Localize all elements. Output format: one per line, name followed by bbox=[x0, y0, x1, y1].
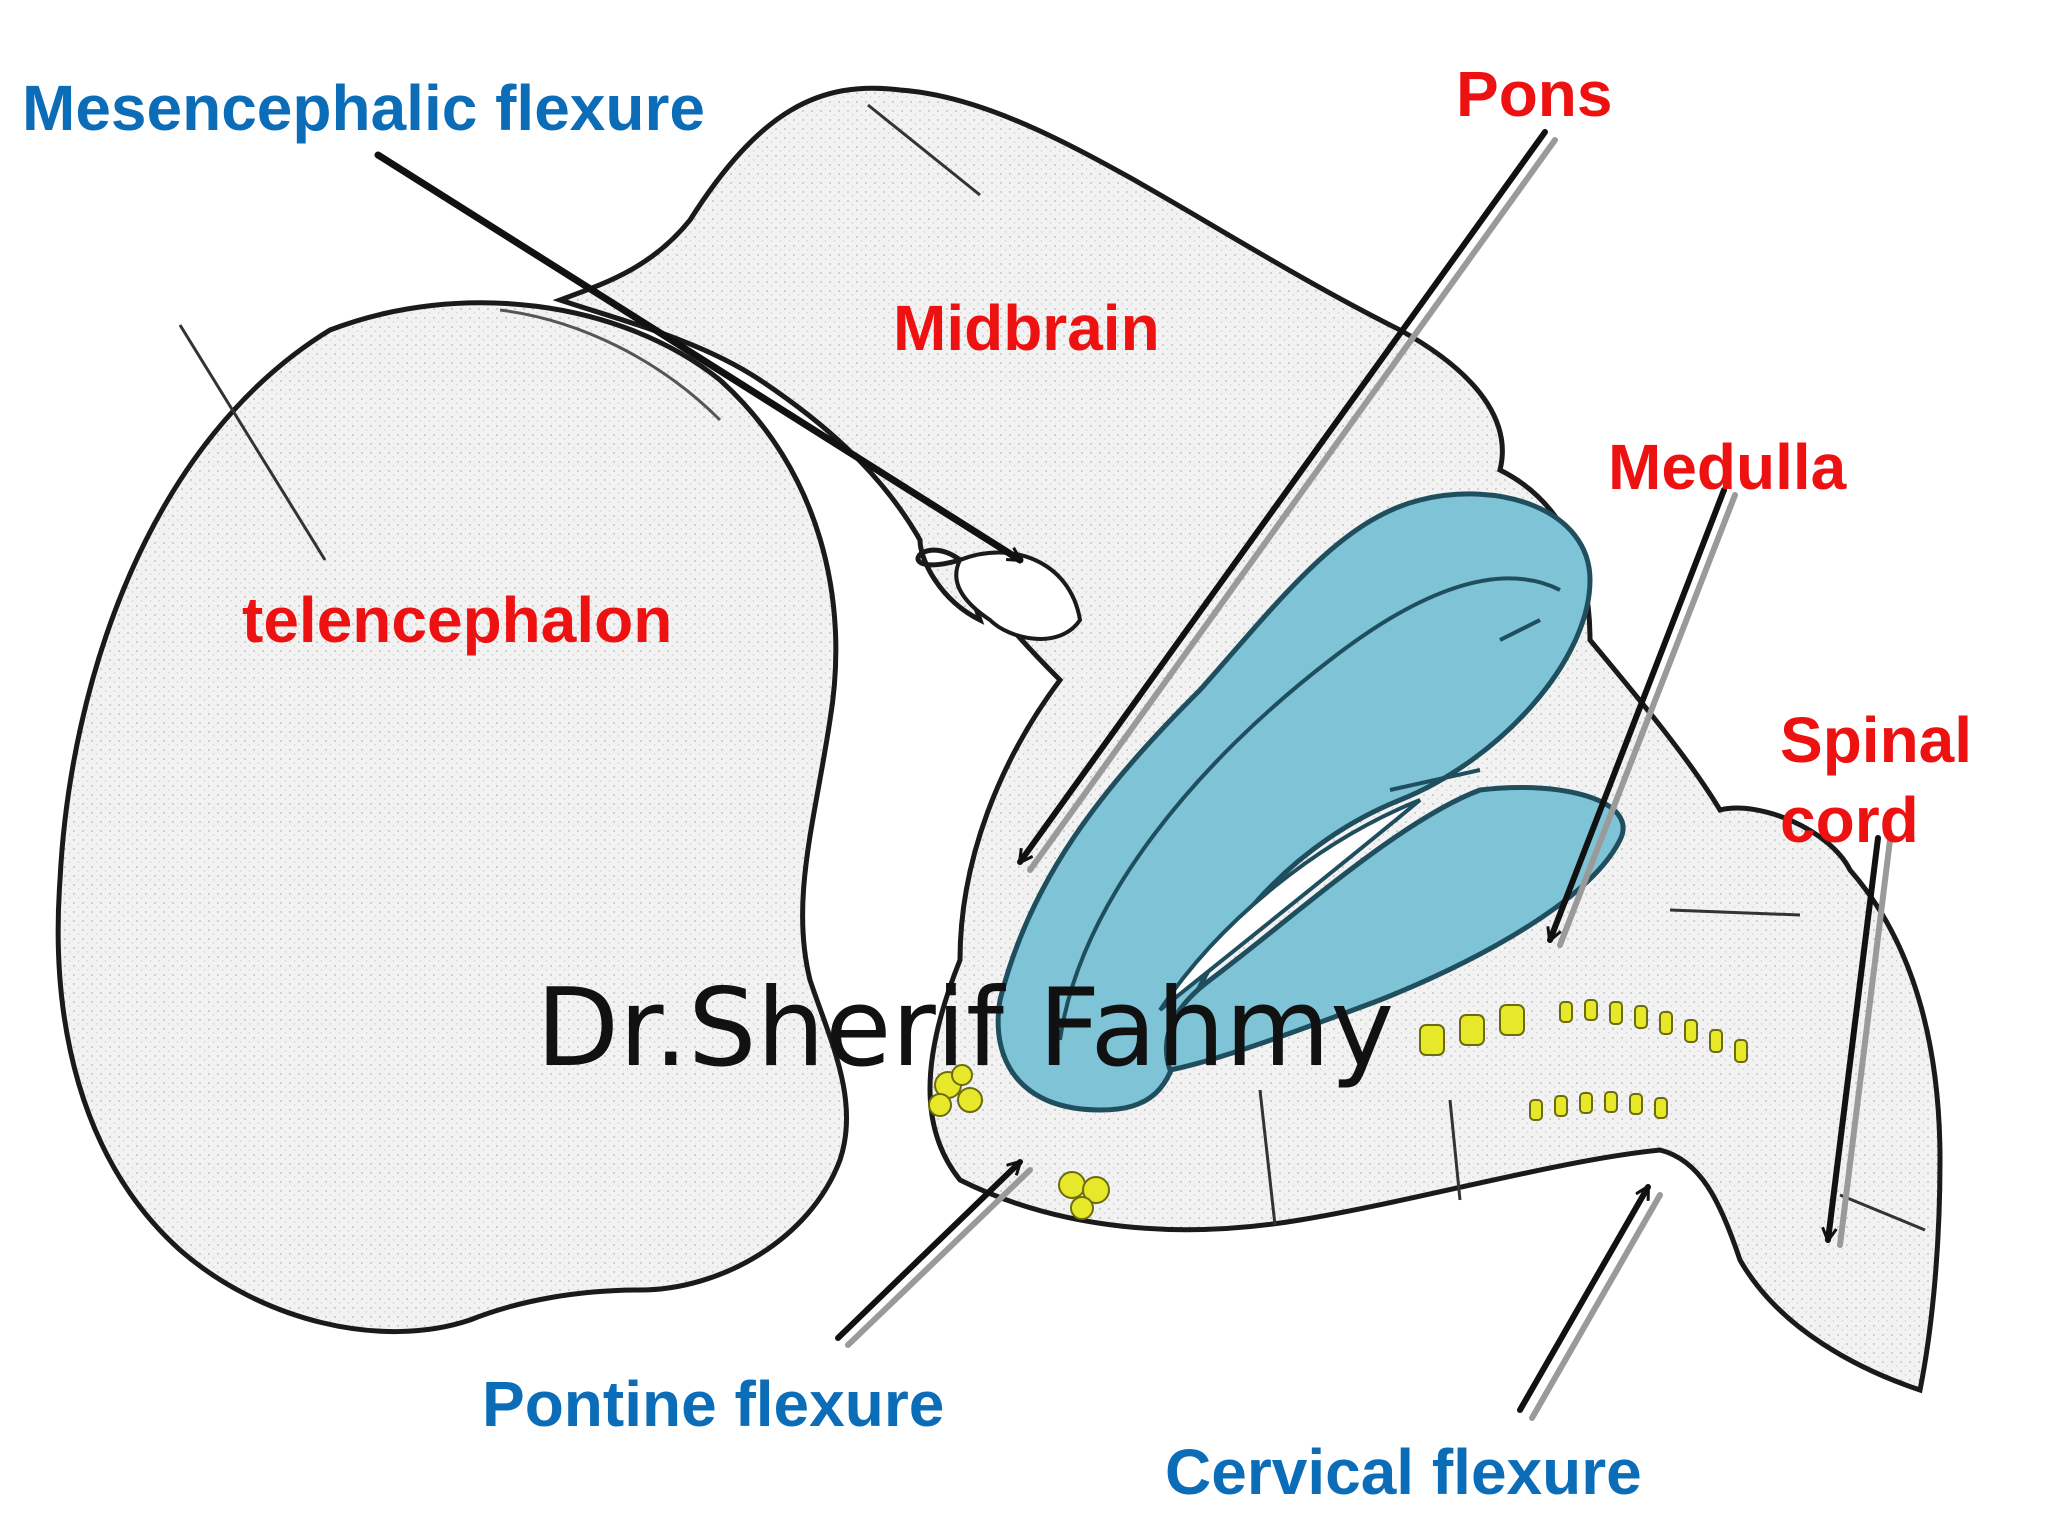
ganglia-cluster bbox=[928, 999, 1748, 1220]
telencephalon-label: telencephalon bbox=[242, 584, 673, 656]
pontine-flexure-arrow bbox=[835, 1159, 1023, 1341]
ventricle-lower bbox=[1163, 785, 1626, 1073]
mesencephalic-flexure-label: Mesencephalic flexure bbox=[22, 72, 705, 144]
spinal-cord-arrow bbox=[1828, 835, 1881, 1240]
boundary-tick bbox=[1258, 1089, 1277, 1226]
ventricle-outer bbox=[995, 491, 1593, 1113]
midbrain-label: Midbrain bbox=[893, 292, 1160, 364]
medulla-label: Medulla bbox=[1608, 431, 1847, 503]
spinal-cord-label-line1: Spinal bbox=[1780, 704, 1973, 776]
author-watermark: Dr.Sherif Fahmy bbox=[536, 966, 1395, 1091]
cervical-flexure-arrow bbox=[1517, 1187, 1651, 1413]
boundary-tick bbox=[867, 103, 981, 197]
pontine-flexure-label: Pontine flexure bbox=[482, 1368, 945, 1440]
boundary-tick bbox=[1669, 908, 1801, 917]
boundary-tick bbox=[178, 324, 327, 561]
boundary-tick bbox=[1448, 1099, 1462, 1201]
spinal-cord-label-line2: cord bbox=[1780, 784, 1919, 856]
mesencephalic-flexure-arrow bbox=[374, 151, 1020, 564]
pointer-arrows bbox=[374, 129, 1893, 1421]
medulla-arrow bbox=[1550, 487, 1727, 940]
pons-label: Pons bbox=[1456, 58, 1613, 130]
cervical-flexure-label: Cervical flexure bbox=[1165, 1436, 1642, 1508]
pons-arrow bbox=[1017, 129, 1548, 862]
ventricle-lumen bbox=[1158, 798, 1422, 1012]
boundary-tick bbox=[1839, 1193, 1926, 1232]
telencephalon-outline bbox=[55, 300, 850, 1335]
